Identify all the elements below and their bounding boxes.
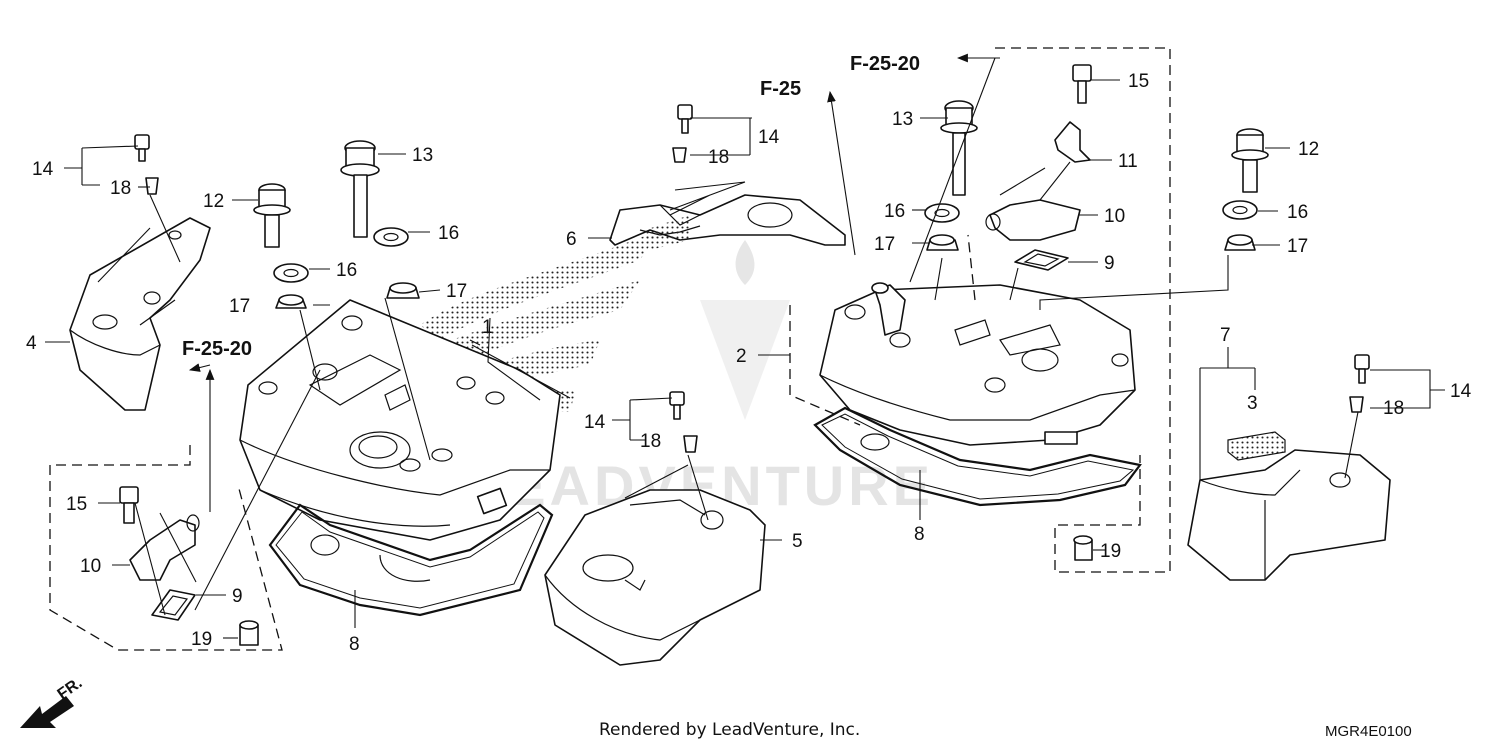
bolt-14-center-low <box>669 391 698 453</box>
callout-10-left: 10 <box>80 556 101 577</box>
part-7-right-side-cover <box>1187 449 1391 581</box>
part-4-left-side-cover <box>69 217 211 411</box>
callout-19-right: 19 <box>1100 541 1121 562</box>
bolt-12-left <box>253 183 291 248</box>
left-breather-frame <box>49 445 283 651</box>
right-breather-assembly <box>985 64 1092 271</box>
callout-18-center-low: 18 <box>640 431 661 452</box>
front-direction-indicator: FR. <box>20 675 85 728</box>
callout-8-right: 8 <box>914 524 925 545</box>
bolt-13-left <box>340 140 380 238</box>
bolt-14-left <box>134 134 159 195</box>
callout-18-left: 18 <box>110 178 131 199</box>
callout-12-right: 12 <box>1298 139 1319 160</box>
leader-lines <box>45 58 1445 639</box>
ref-f-25: F-25 <box>760 78 801 100</box>
callout-17-left-a: 17 <box>229 296 250 317</box>
callout-14-left: 14 <box>32 159 54 180</box>
callout-17-right: 17 <box>874 234 895 255</box>
bolt-12-right <box>1222 128 1269 251</box>
front-label: FR. <box>55 675 86 704</box>
callout-11: 11 <box>1118 151 1138 172</box>
right-head-frame <box>789 234 976 426</box>
callout-4: 4 <box>26 333 37 354</box>
washer-16-grommet-17-left <box>273 227 420 309</box>
callout-17-right-cover: 17 <box>1287 236 1308 257</box>
part-8-right-gasket <box>813 406 1142 507</box>
part-2-right-head-cover <box>819 282 1136 446</box>
ref-f-25-20-top: F-25-20 <box>850 53 920 75</box>
callout-9-left: 9 <box>232 586 243 607</box>
rendered-by-credit: Rendered by LeadVenture, Inc. <box>599 720 860 740</box>
callout-15-left: 15 <box>66 494 87 515</box>
callout-18-center-top: 18 <box>708 147 729 168</box>
bolt-14-right <box>1349 354 1370 413</box>
part-19-right <box>1073 535 1093 561</box>
left-breather-assembly <box>119 486 259 646</box>
callout-12-left: 12 <box>203 191 224 212</box>
bolt-14-center-top <box>672 104 693 163</box>
callout-17-left-b: 17 <box>446 281 467 302</box>
callout-13-left: 13 <box>412 145 433 166</box>
callout-16-left-a: 16 <box>336 260 357 281</box>
front-arrow-icon <box>20 696 74 728</box>
callout-labels: 14 18 4 12 13 16 17 16 17 1 15 10 9 19 8… <box>26 71 1472 655</box>
callout-19-left: 19 <box>191 629 212 650</box>
callout-6: 6 <box>566 229 577 250</box>
callout-10-right: 10 <box>1104 206 1125 227</box>
callout-7: 7 <box>1220 325 1231 346</box>
ref-f-25-20-left: F-25-20 <box>182 338 252 360</box>
callout-2: 2 <box>736 346 747 367</box>
callout-3: 3 <box>1247 393 1258 414</box>
callout-5: 5 <box>792 531 803 552</box>
callout-16-right: 16 <box>884 201 905 222</box>
callout-18-right: 18 <box>1383 398 1404 419</box>
callout-1: 1 <box>482 317 493 338</box>
callout-14-right: 14 <box>1450 381 1472 402</box>
diagram-code: MGR4E0100 <box>1325 723 1412 740</box>
right-breather-frame <box>995 47 1171 573</box>
callout-16-left-b: 16 <box>438 223 459 244</box>
callout-8-left: 8 <box>349 634 360 655</box>
reference-labels: F-25-20 F-25 F-25-20 <box>182 53 920 360</box>
callout-14-center-top: 14 <box>758 127 780 148</box>
callout-13-right: 13 <box>892 109 913 130</box>
callout-9-right: 9 <box>1104 253 1115 274</box>
part-3-right-filter <box>1227 431 1286 461</box>
callout-16-right-cover: 16 <box>1287 202 1308 223</box>
bolt-13-right <box>924 100 978 251</box>
callout-15-right: 15 <box>1128 71 1149 92</box>
part-1-left-head-cover <box>239 299 561 541</box>
part-5-center-side-cover <box>544 489 766 666</box>
part-8-left-gasket <box>268 503 554 617</box>
part-6-center-top-cover <box>609 194 846 250</box>
callout-14-center-low: 14 <box>584 412 606 433</box>
